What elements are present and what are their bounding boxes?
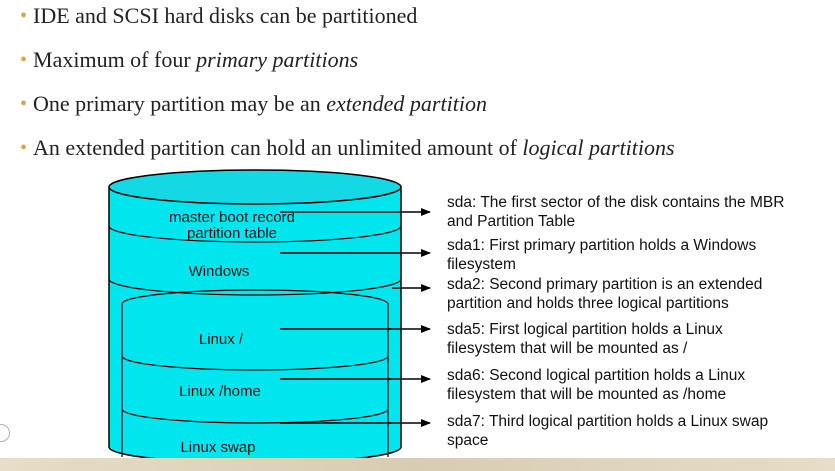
- bullet-text: Maximum of four: [33, 47, 197, 72]
- bullet-item: •Maximum of four primary partitions: [20, 47, 358, 73]
- note-line: sda: The first sector of the disk contai…: [447, 194, 785, 211]
- note-line: sda1: First primary partition holds a Wi…: [447, 237, 757, 254]
- label-linux-home: Linux /home: [179, 383, 261, 400]
- bullet-dot-icon: •: [20, 5, 28, 27]
- label-partition-table: partition table: [187, 225, 277, 242]
- logical-divider: [121, 408, 389, 424]
- bullet-italic: primary partitions: [196, 47, 359, 72]
- label-mbr: master boot record: [169, 209, 295, 226]
- bullet-item: •One primary partition may be an extende…: [20, 91, 487, 117]
- note-line: partition and holds three logical partit…: [447, 295, 729, 312]
- note-line: filesystem that will be mounted as /: [447, 340, 688, 357]
- bullet-dot-icon: •: [20, 93, 28, 115]
- note-sda1: sda1: First primary partition holds a Wi…: [447, 236, 832, 274]
- bullet-dot-icon: •: [20, 137, 28, 159]
- logical-divider: [121, 355, 389, 371]
- note-line: sda7: Third logical partition holds a Li…: [447, 413, 769, 430]
- bullet-text: IDE and SCSI hard disks can be partition…: [33, 3, 418, 28]
- bullet-italic: extended partition: [326, 91, 487, 116]
- disk-cylinder-top: [108, 169, 402, 205]
- bullet-item: •IDE and SCSI hard disks can be partitio…: [20, 3, 417, 29]
- bullet-italic: logical partitions: [522, 135, 675, 160]
- partition-divider: [108, 278, 402, 296]
- note-sda7: sda7: Third logical partition holds a Li…: [447, 412, 832, 450]
- label-linux-swap: Linux swap: [180, 439, 255, 456]
- note-line: space: [447, 432, 489, 449]
- bullet-text: One primary partition may be an: [33, 91, 327, 116]
- note-line: filesystem that will be mounted as /home: [447, 386, 727, 403]
- note-sda2: sda2: Second primary partition is an ext…: [447, 275, 832, 313]
- note-line: sda5: First logical partition holds a Li…: [447, 321, 723, 338]
- bullet-dot-icon: •: [20, 49, 28, 71]
- bullet-item: •An extended partition can hold an unlim…: [20, 135, 675, 161]
- slide-footer-strip: [0, 458, 835, 471]
- extended-partition-outline: [121, 289, 389, 457]
- note-line: and Partition Table: [447, 213, 576, 230]
- partition-divider: [108, 225, 402, 243]
- note-sda: sda: The first sector of the disk contai…: [447, 193, 832, 231]
- note-sda5: sda5: First logical partition holds a Li…: [447, 320, 832, 358]
- note-line: sda2: Second primary partition is an ext…: [447, 276, 763, 293]
- note-line: sda6: Second logical partition holds a L…: [447, 367, 746, 384]
- label-windows: Windows: [189, 263, 250, 280]
- label-linux-root: Linux /: [199, 331, 244, 348]
- note-sda6: sda6: Second logical partition holds a L…: [447, 366, 832, 404]
- bullet-text: An extended partition can hold an unlimi…: [33, 135, 523, 160]
- note-line: filesystem: [447, 256, 516, 273]
